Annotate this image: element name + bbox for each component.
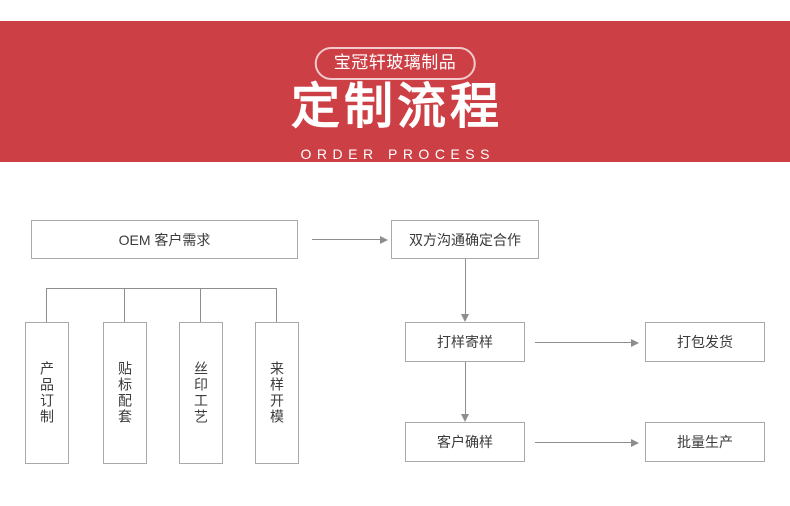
arrow-head-right-icon [631, 439, 639, 447]
connector-oem-to-agreement [312, 239, 380, 240]
header-banner: 宝冠轩玻璃制品 定制流程 ORDER PROCESS [0, 21, 790, 162]
flow-node-option-sample-mold-making: 来样开模 [255, 322, 299, 464]
arrow-head-right-icon [631, 339, 639, 347]
connector-bus-stub-2 [200, 288, 201, 322]
flow-node-packing: 打包发货 [645, 322, 765, 362]
flow-node-option-product-customization: 产品订制 [25, 322, 69, 464]
connector-agreement-to-sampling [465, 259, 466, 314]
flow-node-confirm: 客户确样 [405, 422, 525, 462]
connector-bus-stub-1 [124, 288, 125, 322]
process-flowchart: OEM 客户需求 双方沟通确定合作 产品订制 贴标配套 丝印工艺 来样开模 打样… [0, 162, 790, 506]
flow-node-mass-production: 批量生产 [645, 422, 765, 462]
arrow-head-down-icon [461, 314, 469, 322]
flow-node-option-silk-screen-process: 丝印工艺 [179, 322, 223, 464]
flow-node-oem: OEM 客户需求 [31, 220, 298, 259]
page-subtitle: ORDER PROCESS [300, 146, 495, 162]
connector-bus-stub-3 [276, 288, 277, 322]
flow-node-agreement: 双方沟通确定合作 [391, 220, 539, 259]
arrow-head-down-icon [461, 414, 469, 422]
page-title: 定制流程 [290, 80, 503, 134]
connector-confirm-to-mass-production [535, 442, 631, 443]
connector-bus-stub-0 [46, 288, 47, 322]
connector-sampling-to-packing [535, 342, 631, 343]
arrow-head-right-icon [380, 236, 388, 244]
flow-node-option-labeling-matching: 贴标配套 [103, 322, 147, 464]
connector-sampling-to-confirm [465, 362, 466, 414]
brand-badge: 宝冠轩玻璃制品 [314, 47, 476, 80]
flow-node-sampling: 打样寄样 [405, 322, 525, 362]
connector-bus-horizontal [46, 288, 277, 289]
